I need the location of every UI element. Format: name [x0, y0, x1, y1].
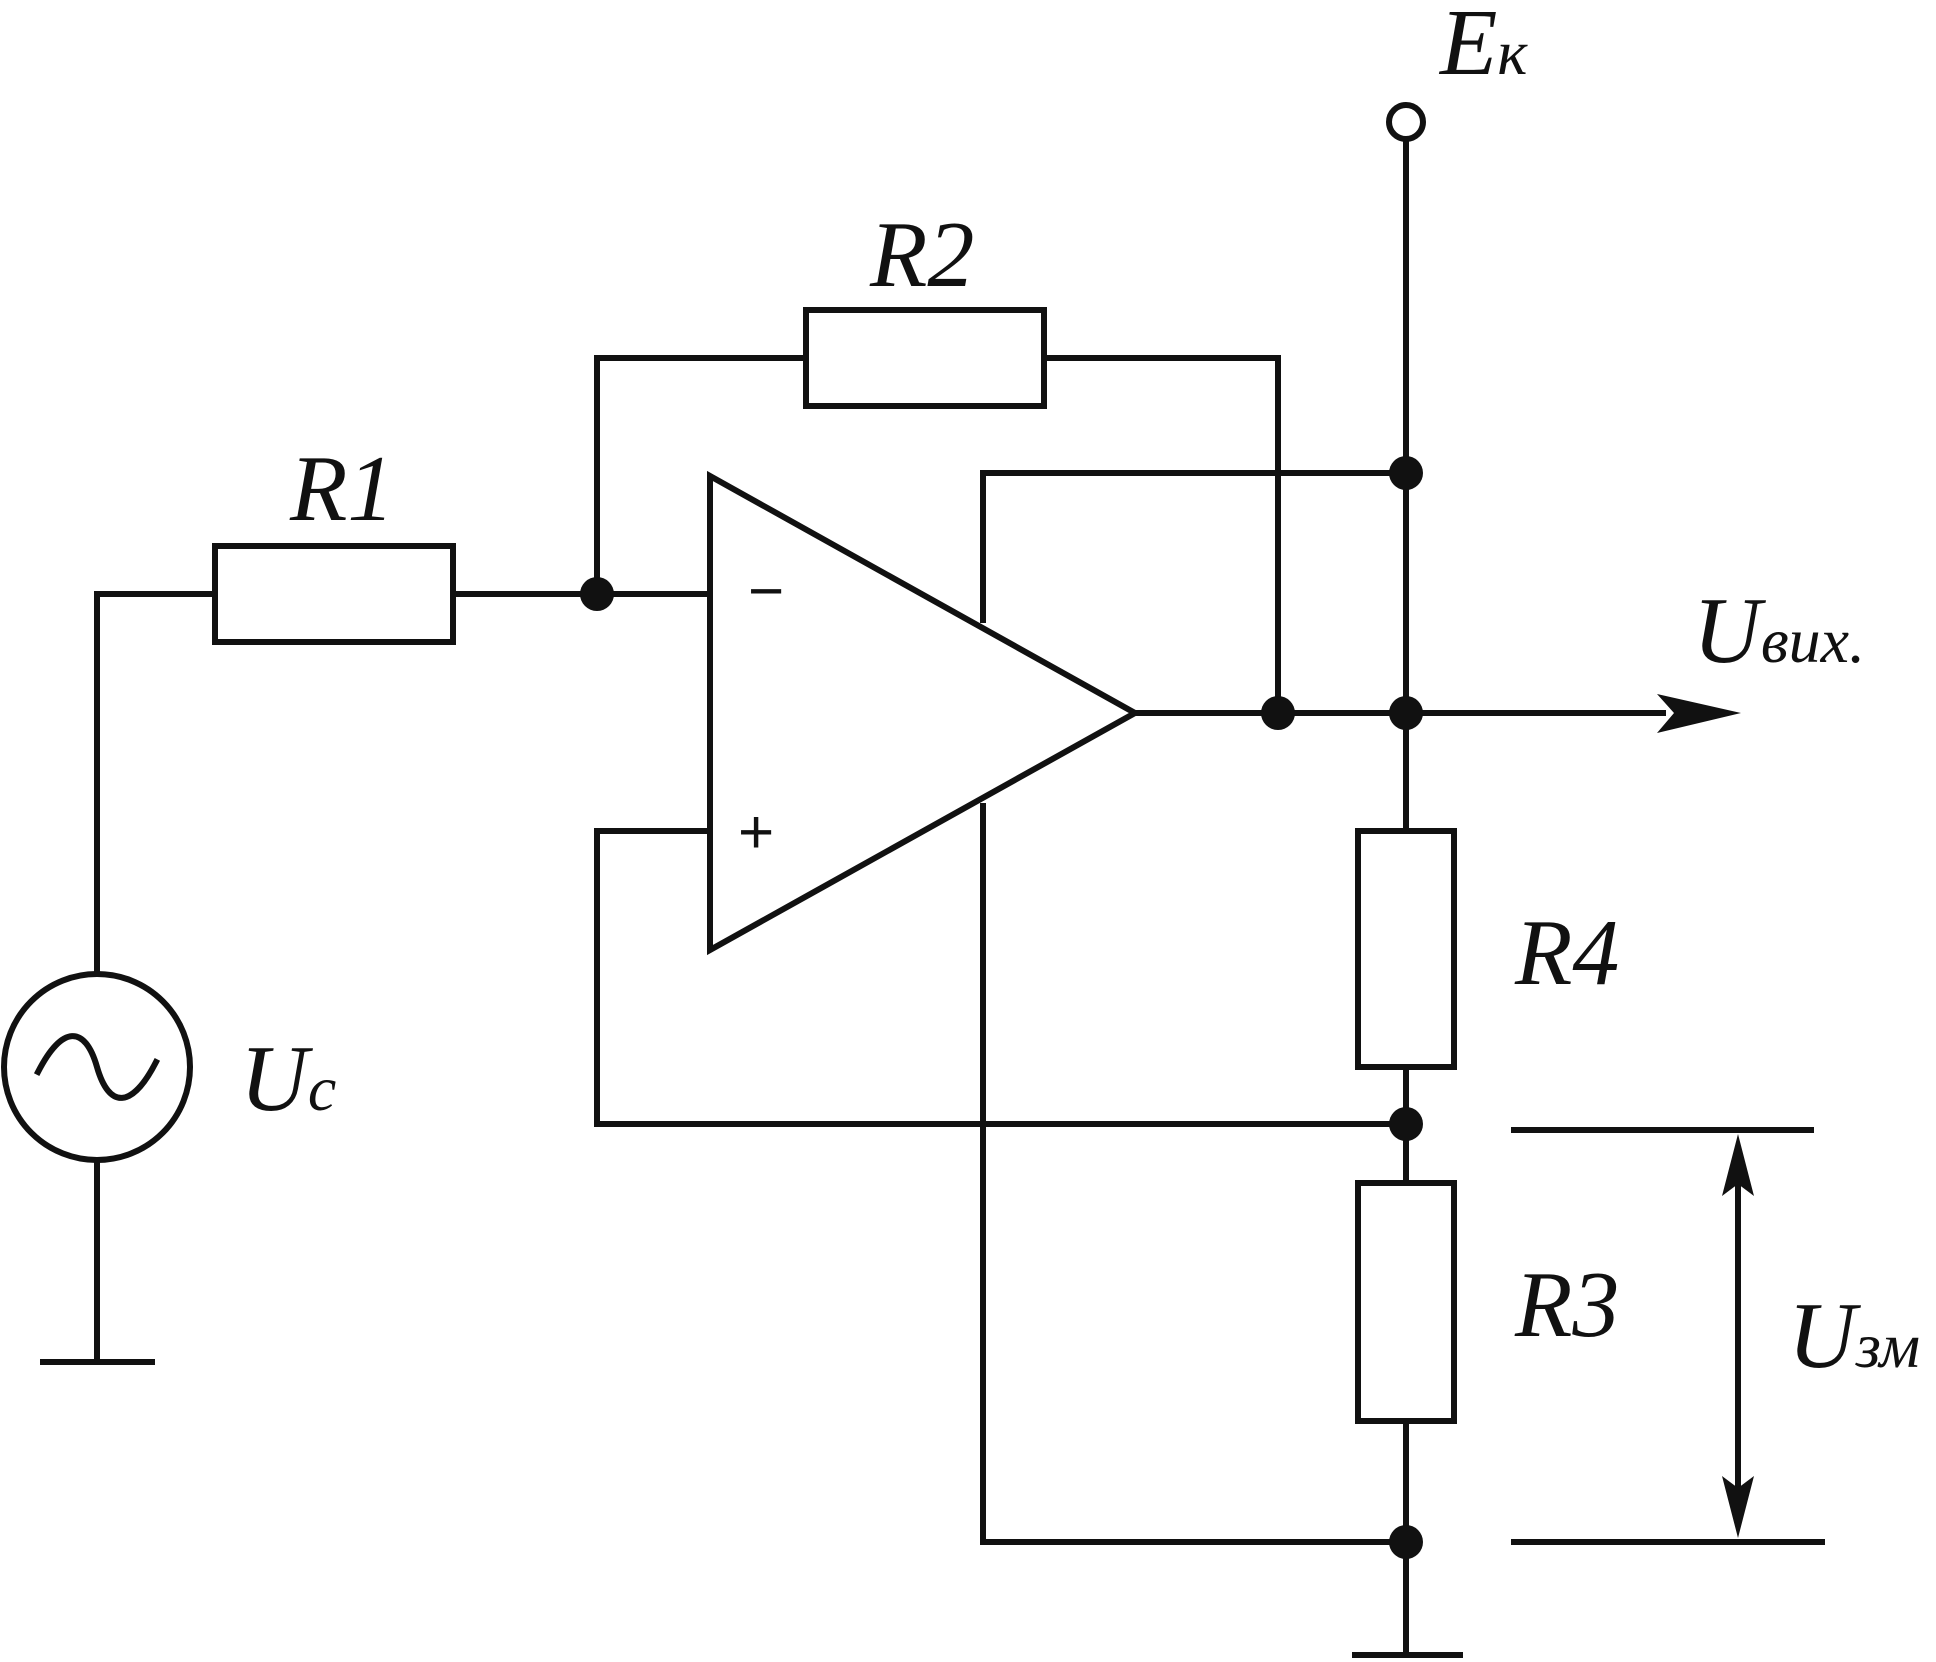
resistor-r4: [1355, 828, 1457, 1070]
junction-dot: [1389, 456, 1423, 490]
signal-source: Uc: [1, 971, 336, 1163]
bias-arrow-up-icon: [1722, 1134, 1754, 1196]
r3-label: R3: [1514, 1253, 1619, 1357]
resistor-r3: [1355, 1180, 1457, 1424]
source-label: Uc: [240, 1027, 336, 1131]
opamp-triangle: [707, 470, 1142, 956]
output-arrow-icon: [1657, 694, 1741, 733]
junction-dot: [580, 577, 614, 611]
resistor-r1: [212, 543, 456, 645]
supply-terminal: [1386, 102, 1426, 142]
junction-dot: [1261, 696, 1295, 730]
bias-arrow-down-icon: [1722, 1476, 1754, 1538]
r4-label: R4: [1514, 901, 1619, 1005]
sine-symbol-icon: [33, 1033, 161, 1101]
opamp-minus-sign: −: [748, 557, 784, 626]
opamp-plus-sign: +: [738, 798, 774, 867]
junction-dot: [1389, 696, 1423, 730]
supply-label: Eк: [1438, 0, 1528, 95]
resistor-r2: [803, 307, 1047, 409]
junction-dot: [1389, 1525, 1423, 1559]
output-label: Uвих.: [1693, 579, 1865, 683]
junction-dot: [1389, 1107, 1423, 1141]
r1-label: R1: [289, 437, 394, 541]
r2-label: R2: [869, 203, 974, 307]
bias-label: Uзм: [1788, 1284, 1920, 1388]
